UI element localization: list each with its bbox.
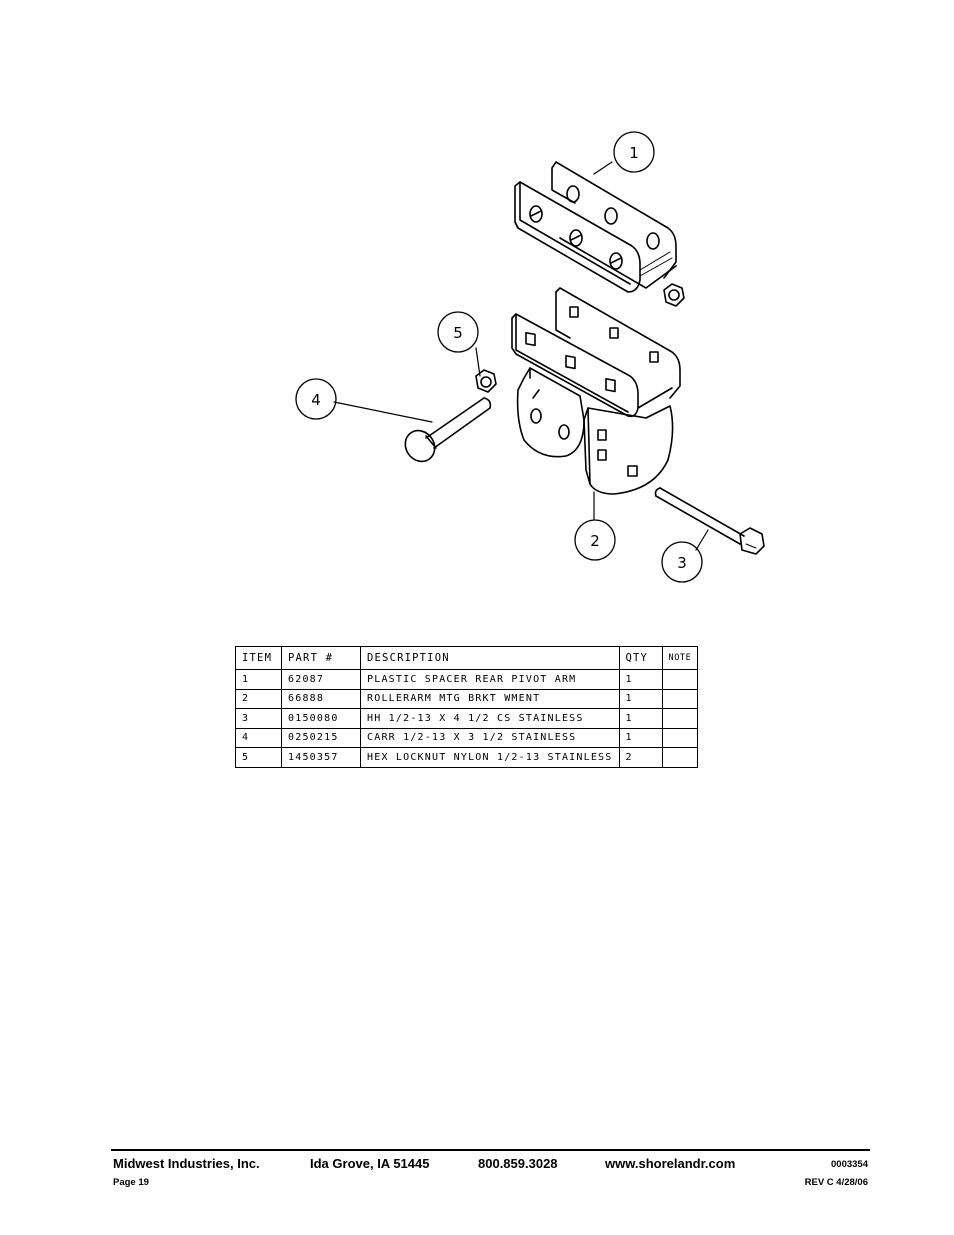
item-column-header: ITEM bbox=[235, 646, 282, 670]
parts-list-table: ITEM PART # DESCRIPTION QTY NOTE 1 62087… bbox=[235, 646, 699, 768]
part-number-cell: 1450357 bbox=[281, 747, 361, 768]
footer-divider bbox=[111, 1149, 870, 1151]
callout-1-leader bbox=[593, 161, 613, 175]
callout-1-label: 1 bbox=[629, 144, 639, 162]
table-row: 1 62087 PLASTIC SPACER REAR PIVOT ARM 1 bbox=[235, 669, 699, 690]
table-row: 4 0250215 CARR 1/2-13 X 3 1/2 STAINLESS … bbox=[235, 727, 699, 748]
hex-bolt-part bbox=[654, 487, 765, 555]
description-cell: HH 1/2-13 X 4 1/2 CS STAINLESS bbox=[360, 708, 620, 729]
callout-5-circle bbox=[437, 311, 479, 353]
note-column-header: NOTE bbox=[661, 646, 699, 670]
note-cell bbox=[661, 727, 699, 748]
callout-3-leader bbox=[695, 529, 709, 551]
footer-phone: 800.859.3028 bbox=[478, 1156, 558, 1171]
table-row: 2 66888 ROLLERARM MTG BRKT WMENT 1 bbox=[235, 688, 699, 709]
part-number-cell: 0150080 bbox=[281, 708, 361, 729]
note-cell bbox=[661, 747, 699, 768]
callout-5-label: 5 bbox=[453, 324, 463, 342]
item-cell: 4 bbox=[235, 727, 282, 748]
table-header-row: ITEM PART # DESCRIPTION QTY NOTE bbox=[235, 646, 699, 670]
table-row: 5 1450357 HEX LOCKNUT NYLON 1/2-13 STAIN… bbox=[235, 747, 699, 768]
item-cell: 1 bbox=[235, 669, 282, 690]
footer-revision: REV C 4/28/06 bbox=[804, 1177, 868, 1188]
description-column-header: DESCRIPTION bbox=[360, 646, 620, 670]
note-cell bbox=[661, 688, 699, 709]
hex-locknut-upper bbox=[663, 283, 685, 307]
footer-doc-number: 0003354 bbox=[831, 1159, 868, 1170]
part-number-cell: 66888 bbox=[281, 688, 361, 709]
callout-5-leader bbox=[475, 347, 481, 377]
qty-cell: 1 bbox=[618, 727, 663, 748]
table-row: 3 0150080 HH 1/2-13 X 4 1/2 CS STAINLESS… bbox=[235, 708, 699, 729]
callout-1-circle bbox=[613, 131, 655, 173]
item-cell: 2 bbox=[235, 688, 282, 709]
footer-company: Midwest Industries, Inc. bbox=[113, 1156, 260, 1171]
hex-locknut-part bbox=[475, 369, 497, 393]
description-cell: ROLLERARM MTG BRKT WMENT bbox=[360, 688, 620, 709]
part-number-cell: 0250215 bbox=[281, 727, 361, 748]
note-cell bbox=[661, 669, 699, 690]
callout-3-circle bbox=[661, 541, 703, 583]
callout-3-label: 3 bbox=[677, 554, 687, 572]
item-cell: 3 bbox=[235, 708, 282, 729]
callout-4-circle bbox=[295, 378, 337, 420]
plastic-spacer-part bbox=[514, 161, 677, 293]
note-cell bbox=[661, 708, 699, 729]
footer-location: Ida Grove, IA 51445 bbox=[310, 1156, 430, 1171]
description-cell: HEX LOCKNUT NYLON 1/2-13 STAINLESS bbox=[360, 747, 620, 768]
item-cell: 5 bbox=[235, 747, 282, 768]
part-number-column-header: PART # bbox=[281, 646, 361, 670]
mounting-bracket-part bbox=[511, 287, 681, 495]
qty-cell: 1 bbox=[618, 669, 663, 690]
callout-2-label: 2 bbox=[590, 532, 600, 550]
qty-cell: 2 bbox=[618, 747, 663, 768]
footer-website[interactable]: www.shorelandr.com bbox=[605, 1156, 736, 1171]
qty-cell: 1 bbox=[618, 688, 663, 709]
callout-4-label: 4 bbox=[311, 391, 321, 409]
description-cell: CARR 1/2-13 X 3 1/2 STAINLESS bbox=[360, 727, 620, 748]
carriage-bolt-part bbox=[404, 397, 492, 463]
callout-2-circle bbox=[574, 519, 616, 561]
exploded-parts-drawing: 1 2 3 4 5 bbox=[295, 131, 765, 583]
callout-4-leader bbox=[333, 401, 433, 423]
qty-column-header: QTY bbox=[618, 646, 663, 670]
part-number-cell: 62087 bbox=[281, 669, 361, 690]
description-cell: PLASTIC SPACER REAR PIVOT ARM bbox=[360, 669, 620, 690]
footer-page-number: Page 19 bbox=[113, 1177, 149, 1188]
qty-cell: 1 bbox=[618, 708, 663, 729]
